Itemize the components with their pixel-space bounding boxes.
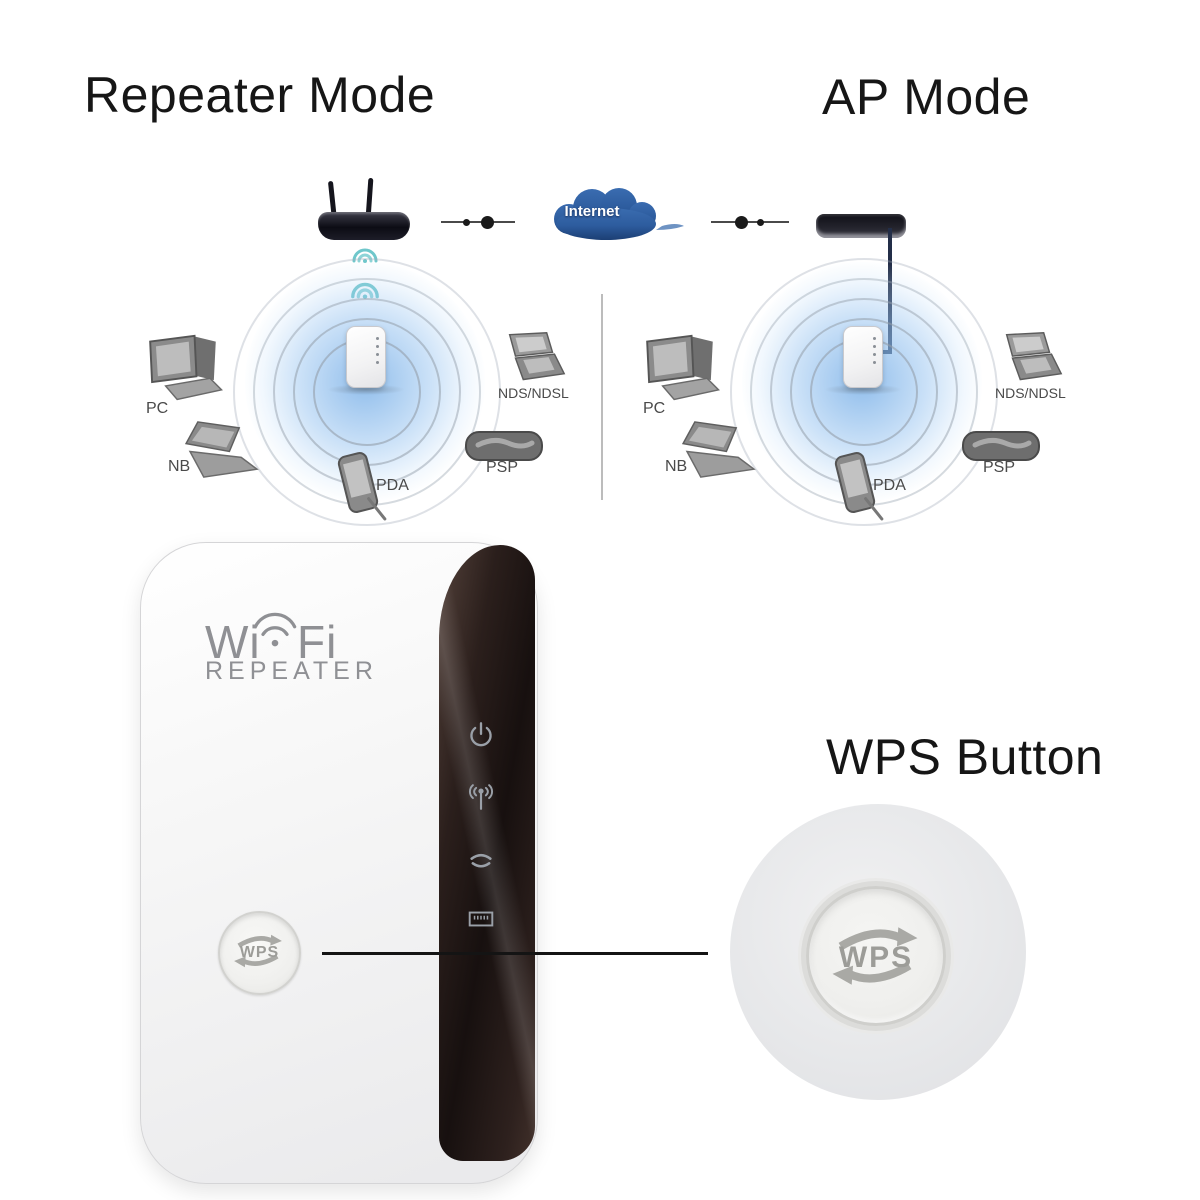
panel-gloss	[439, 545, 535, 1161]
notebook-icon	[681, 421, 756, 478]
signal-ring	[233, 258, 501, 526]
led-indicator	[873, 353, 876, 356]
link-node	[463, 219, 470, 226]
link-line	[441, 221, 515, 223]
wps-button: WPS	[218, 911, 301, 995]
pc-icon	[646, 334, 721, 401]
led-indicator	[873, 337, 876, 340]
led-indicator	[376, 337, 379, 340]
psp-label: PSP	[983, 459, 1016, 476]
nb-label: NB	[665, 458, 688, 475]
diagram-divider	[601, 294, 603, 500]
network-link	[711, 214, 793, 230]
wps-button-label: WPS	[838, 941, 914, 974]
pc-label: PC	[643, 400, 666, 417]
pda-icon	[337, 452, 387, 521]
link-line	[711, 221, 789, 223]
led-indicator	[376, 353, 379, 356]
nb-label: NB	[168, 458, 191, 475]
wifi-repeater-product: Wi Fi REPEATER	[140, 542, 538, 1184]
repeater-device-icon	[843, 326, 883, 388]
link-node	[757, 219, 764, 226]
wps-arrows-icon	[832, 927, 918, 985]
modem-icon	[816, 206, 908, 240]
nds-icon	[1005, 331, 1063, 381]
led-indicator	[873, 361, 876, 364]
wps-face: WPS	[809, 889, 943, 1023]
logo-wi: Wi	[205, 616, 261, 668]
nds-label: NDS/NDSL	[498, 385, 569, 401]
wps-button-zoomed: WPS	[806, 886, 946, 1026]
nds-icon	[508, 331, 566, 381]
repeater-shadow	[327, 384, 405, 395]
wps-face: WPS	[220, 913, 299, 993]
led-indicator	[376, 361, 379, 364]
pc-label: PC	[146, 400, 169, 417]
signal-icon	[470, 853, 492, 868]
ethernet-port-icon	[468, 911, 494, 927]
nds-label: NDS/NDSL	[995, 385, 1066, 401]
wps-arrows-icon	[234, 934, 282, 968]
logo-repeater: REPEATER	[205, 657, 378, 685]
pda-icon	[834, 452, 884, 521]
signal-ring	[730, 258, 998, 526]
link-node	[481, 216, 494, 229]
router-body	[318, 212, 410, 240]
status-panel	[439, 545, 535, 1161]
pc-icon	[149, 334, 224, 401]
wps-button-label: WPS	[239, 944, 280, 961]
repeater-shadow	[824, 384, 902, 395]
power-icon	[470, 722, 492, 747]
wps-zoom-callout: WPS	[730, 804, 1026, 1100]
wifi-logo-icon	[253, 612, 297, 647]
modem-body	[816, 214, 906, 238]
repeater-mode-heading: Repeater Mode	[84, 67, 436, 123]
callout-line	[322, 952, 708, 955]
wireless-router-icon	[318, 177, 414, 242]
wps-button-heading: WPS Button	[826, 729, 1104, 785]
link-node	[735, 216, 748, 229]
internet-label: Internet	[564, 203, 620, 220]
led-indicator	[873, 345, 876, 348]
psp-icon	[465, 431, 543, 461]
pda-label: PDA	[376, 477, 409, 494]
psp-label: PSP	[486, 459, 519, 476]
ap-mode-heading: AP Mode	[822, 69, 1031, 125]
notebook-icon	[184, 421, 259, 478]
network-link	[441, 214, 521, 230]
led-indicator	[376, 345, 379, 348]
repeater-device-icon	[346, 326, 386, 388]
internet-cloud-icon	[554, 188, 684, 240]
pda-label: PDA	[873, 477, 906, 494]
wifi-antenna-icon	[468, 784, 494, 810]
psp-icon	[962, 431, 1040, 461]
logo-fi: Fi	[297, 616, 338, 668]
